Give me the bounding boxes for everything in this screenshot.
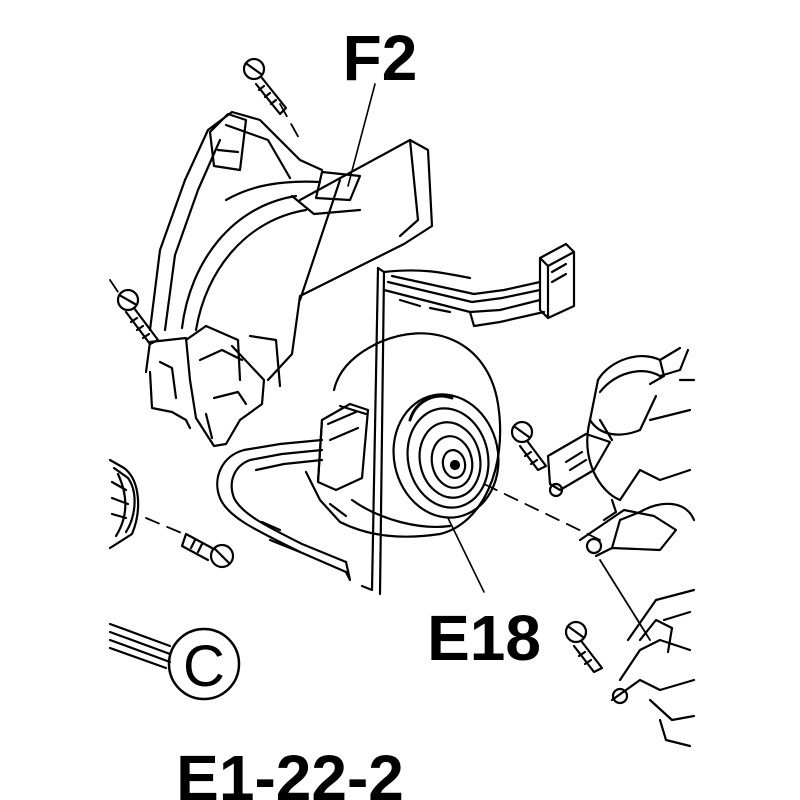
gasket-plate bbox=[360, 266, 472, 596]
blower-motor-e18 bbox=[304, 332, 502, 538]
connector-top bbox=[538, 242, 576, 320]
partial-part-left-edge bbox=[108, 458, 140, 550]
assembly-guide-lines bbox=[109, 103, 601, 541]
damper-actuator-right bbox=[546, 346, 696, 558]
wire-harness-top bbox=[382, 274, 546, 328]
screw-right-upper bbox=[510, 420, 548, 472]
fan-housing-f2 bbox=[144, 110, 434, 448]
reference-circle bbox=[167, 627, 241, 701]
screw-right-lower bbox=[564, 620, 604, 674]
screw-top-left bbox=[242, 57, 288, 116]
screw-bottom-left bbox=[180, 532, 235, 569]
leader-lines bbox=[347, 83, 485, 593]
guide-line-right bbox=[599, 559, 651, 641]
label-c: C bbox=[183, 634, 225, 699]
wire-bundle-left-edge bbox=[108, 622, 172, 670]
label-figure-ref: E1-22-2 bbox=[176, 742, 404, 800]
label-f2: F2 bbox=[343, 22, 418, 94]
wire-harness-loop bbox=[216, 438, 352, 582]
label-e18: E18 bbox=[427, 602, 541, 674]
lever-link-right-lower bbox=[610, 588, 696, 748]
